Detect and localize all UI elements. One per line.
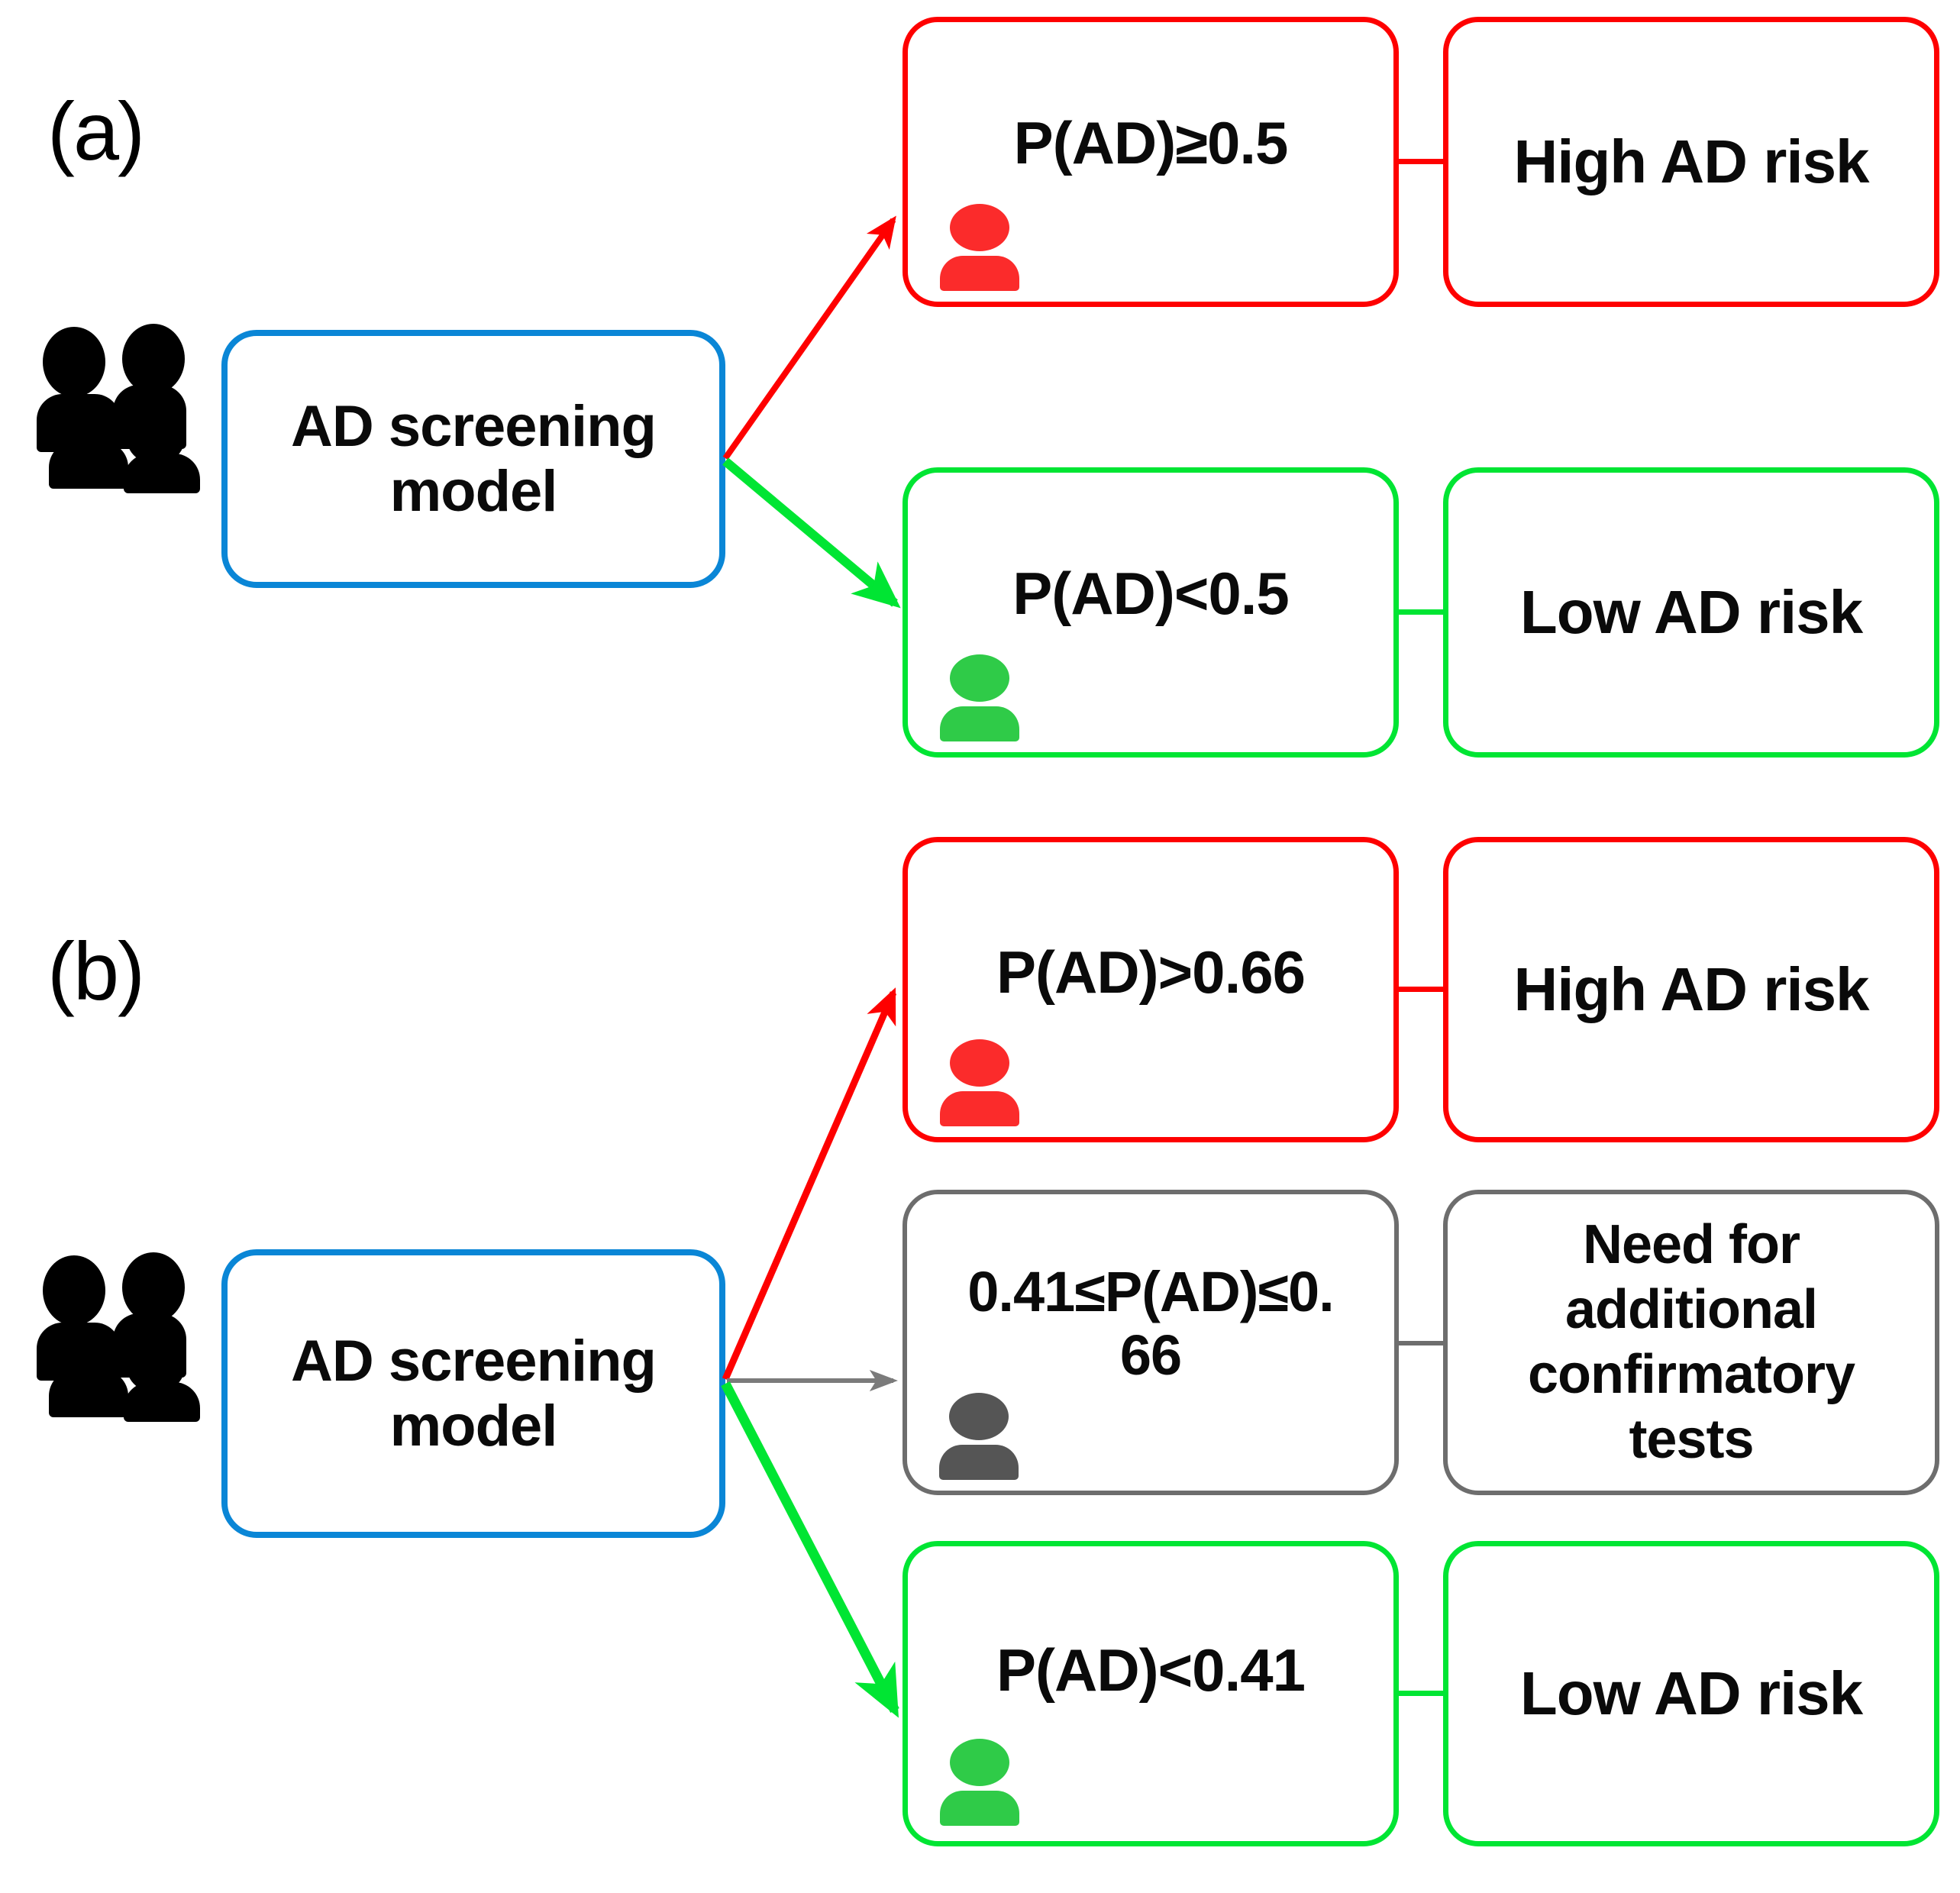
ad-screening-model-label-a: AD screening model: [291, 393, 657, 524]
result-label-b-intermediate: Need for additional confirmatory tests: [1527, 1214, 1855, 1470]
panel-label-a: (a): [47, 85, 145, 177]
result-box-a-low[interactable]: Low AD risk: [1443, 467, 1939, 758]
green-arrow-down-a: [722, 457, 901, 609]
connector-a-low: [1394, 609, 1448, 615]
red-arrow-up-a: [722, 215, 896, 460]
ad-screening-model-box-a[interactable]: AD screening model: [221, 330, 725, 588]
condition-box-a-low[interactable]: P(AD)<0.5: [903, 467, 1399, 758]
connector-b-high: [1394, 987, 1448, 992]
group-of-people-icon: [37, 319, 212, 493]
condition-label-b-high: P(AD)>0.66: [996, 938, 1306, 1006]
green-arrow-down-b: [721, 1381, 899, 1718]
ad-screening-model-box-b[interactable]: AD screening model: [221, 1249, 725, 1538]
condition-label-b-low: P(AD)<0.41: [996, 1636, 1306, 1704]
result-box-b-intermediate[interactable]: Need for additional confirmatory tests: [1443, 1190, 1939, 1495]
condition-box-a-high[interactable]: P(AD)≥0.5: [903, 17, 1399, 307]
person-icon-b-high: [940, 1039, 1019, 1126]
ad-screening-model-label-b: AD screening model: [291, 1328, 657, 1459]
person-icon-b-low: [940, 1739, 1019, 1826]
connector-b-low: [1394, 1691, 1448, 1696]
result-box-b-high[interactable]: High AD risk: [1443, 837, 1939, 1142]
condition-box-b-low[interactable]: P(AD)<0.41: [903, 1541, 1399, 1846]
result-label-b-low: Low AD risk: [1519, 1659, 1863, 1728]
result-box-a-high[interactable]: High AD risk: [1443, 17, 1939, 307]
result-label-a-low: Low AD risk: [1519, 578, 1863, 647]
condition-label-a-low: P(AD)<0.5: [1012, 560, 1290, 628]
condition-box-b-high[interactable]: P(AD)>0.66: [903, 837, 1399, 1142]
red-arrow-up-b: [722, 987, 897, 1381]
condition-box-b-intermediate[interactable]: 0.41≤P(AD)≤0. 66: [903, 1190, 1399, 1495]
panel-label-b: (b): [47, 925, 145, 1017]
result-label-a-high: High AD risk: [1513, 128, 1869, 196]
person-icon-a-high: [940, 204, 1019, 291]
condition-label-b-intermediate: 0.41≤P(AD)≤0. 66: [967, 1260, 1334, 1387]
condition-label-a-high: P(AD)≥0.5: [1013, 109, 1289, 177]
person-icon-a-low: [940, 654, 1019, 741]
person-icon-b-intermediate: [939, 1393, 1019, 1480]
connector-a-high: [1394, 159, 1448, 164]
group-of-people-icon: [37, 1248, 212, 1422]
result-box-b-low[interactable]: Low AD risk: [1443, 1541, 1939, 1846]
result-label-b-high: High AD risk: [1513, 955, 1869, 1024]
connector-b-intermediate: [1394, 1341, 1448, 1345]
